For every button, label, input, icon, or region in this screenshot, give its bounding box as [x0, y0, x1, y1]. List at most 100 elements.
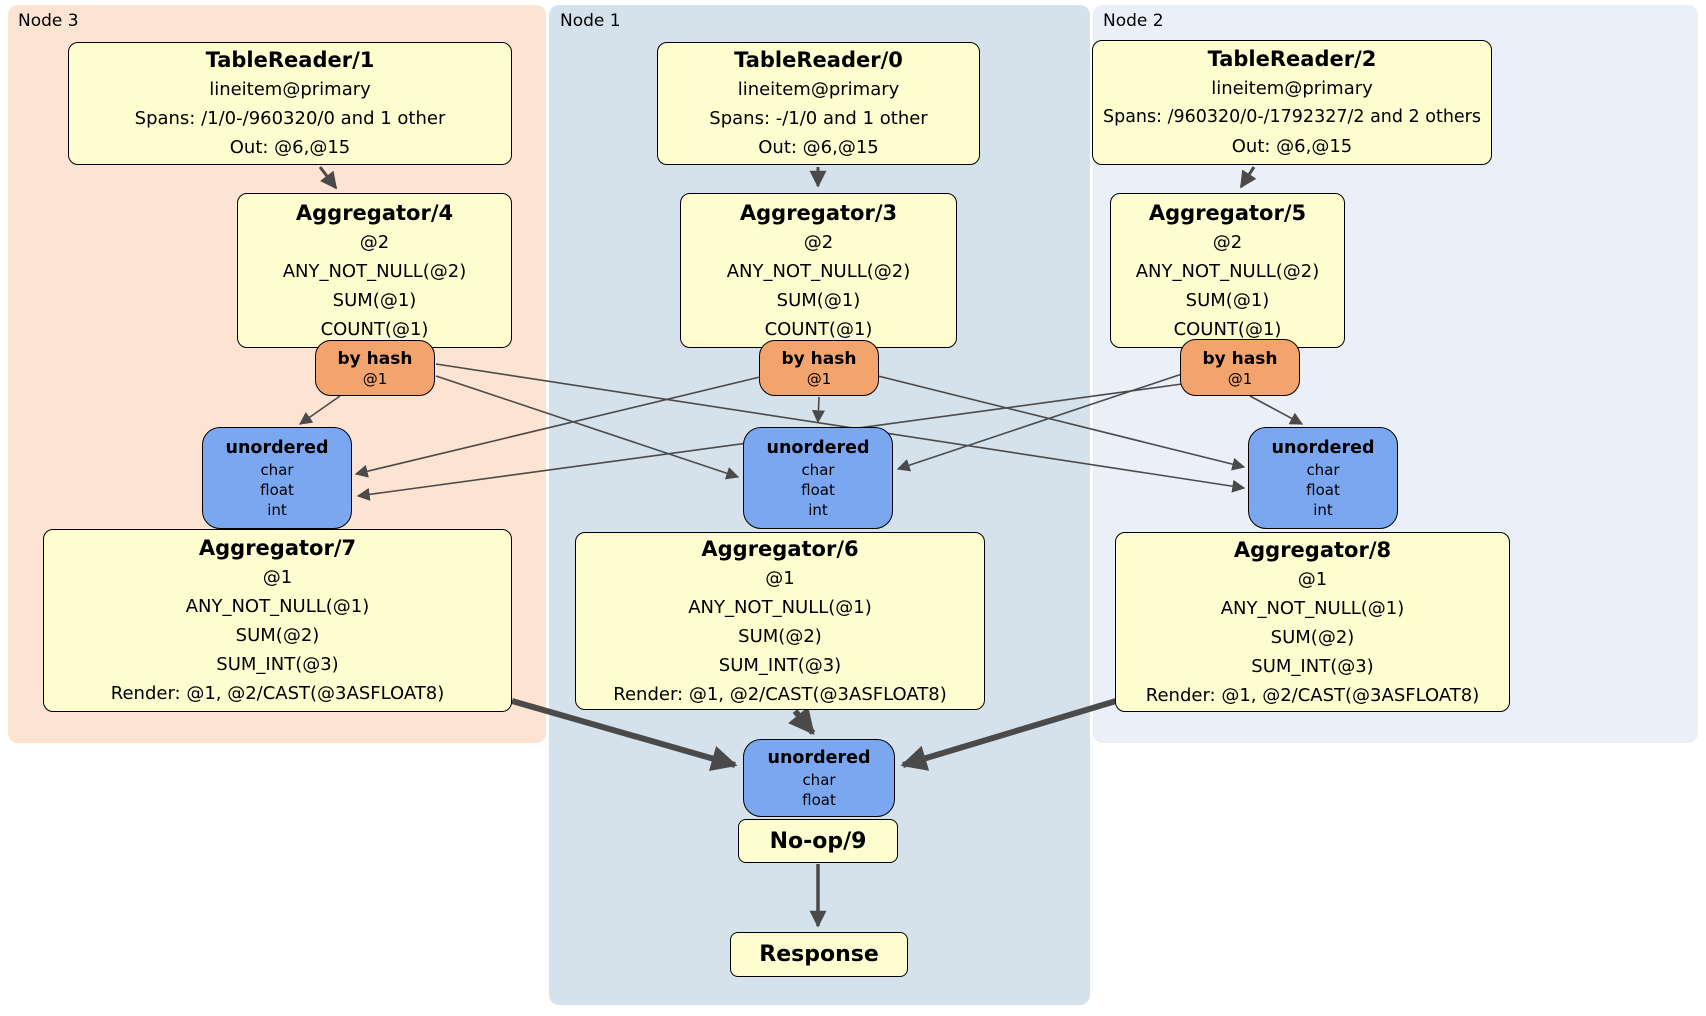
edge-hash1-un1	[811, 396, 825, 424]
edge-agg7-unf	[511, 698, 738, 772]
aggregator-6-fn3: SUM_INT(@3)	[718, 654, 842, 676]
unordered-sync-node2-col1: char	[1306, 461, 1340, 479]
tablereader-1-out: Out: @6,@15	[229, 137, 351, 158]
aggregator-5-fn1: ANY_NOT_NULL(@2)	[1135, 260, 1320, 282]
tablereader-0-box: TableReader/0 lineitem@primary Spans: -/…	[657, 42, 980, 165]
by-hash-router-node2-key: @1	[1227, 369, 1253, 388]
node1-label: Node 1	[560, 11, 621, 31]
aggregator-3-fn3: COUNT(@1)	[764, 318, 873, 340]
edge-agg6-unf	[788, 706, 816, 736]
tablereader-1-box: TableReader/1 lineitem@primary Spans: /1…	[68, 42, 512, 165]
noop-box: No-op/9	[738, 819, 898, 863]
aggregator-4-fn3: COUNT(@1)	[320, 318, 429, 340]
by-hash-router-node1-title: by hash	[781, 349, 857, 369]
aggregator-5-title: Aggregator/5	[1148, 200, 1307, 225]
tablereader-0-spans: Spans: -/1/0 and 1 other	[709, 108, 928, 129]
aggregator-4-title: Aggregator/4	[295, 200, 454, 225]
unordered-sync-final-col1: char	[802, 771, 836, 789]
unordered-sync-node3: unordered char float int	[202, 427, 352, 529]
aggregator-6-render: Render: @1, @2/CAST(@3ASFLOAT8)	[613, 683, 947, 705]
aggregator-3-box: Aggregator/3 @2 ANY_NOT_NULL(@2) SUM(@1)…	[680, 193, 957, 348]
unordered-sync-node1-title: unordered	[766, 438, 870, 458]
aggregator-6-group: @1	[765, 567, 795, 589]
aggregator-8-group: @1	[1297, 568, 1328, 590]
unordered-sync-node3-col2: float	[260, 481, 294, 499]
edge-hash3-un1	[435, 375, 740, 480]
unordered-sync-node3-col3: int	[267, 501, 287, 519]
response-box: Response	[730, 932, 908, 977]
aggregator-3-title: Aggregator/3	[739, 200, 898, 225]
aggregator-7-fn2: SUM(@2)	[235, 625, 320, 646]
tablereader-2-box: TableReader/2 lineitem@primary Spans: /9…	[1092, 40, 1492, 165]
aggregator-7-render: Render: @1, @2/CAST(@3ASFLOAT8)	[110, 683, 445, 704]
by-hash-router-node3-title: by hash	[337, 349, 413, 369]
aggregator-5-fn3: COUNT(@1)	[1173, 318, 1282, 340]
by-hash-router-node2-title: by hash	[1202, 348, 1278, 369]
unordered-sync-node1-col2: float	[801, 481, 835, 499]
unordered-sync-node3-col1: char	[260, 461, 294, 479]
edge-hash3-un2	[435, 363, 1246, 493]
aggregator-8-render: Render: @1, @2/CAST(@3ASFLOAT8)	[1145, 684, 1480, 706]
edge-hash2-un1	[896, 373, 1183, 472]
unordered-sync-node1-col1: char	[801, 461, 835, 479]
aggregator-3-group: @2	[803, 231, 834, 253]
aggregator-7-box: Aggregator/7 @1 ANY_NOT_NULL(@1) SUM(@2)…	[43, 529, 512, 712]
aggregator-7-fn1: ANY_NOT_NULL(@1)	[185, 596, 370, 617]
tablereader-1-spans: Spans: /1/0-/960320/0 and 1 other	[134, 108, 446, 129]
aggregator-8-fn2: SUM(@2)	[1270, 626, 1355, 648]
aggregator-4-fn1: ANY_NOT_NULL(@2)	[282, 260, 467, 282]
response-title: Response	[759, 942, 879, 967]
tablereader-1-index: lineitem@primary	[209, 79, 371, 100]
aggregator-7-fn3: SUM_INT(@3)	[216, 654, 339, 675]
aggregator-8-title: Aggregator/8	[1233, 537, 1392, 562]
aggregator-6-box: Aggregator/6 @1 ANY_NOT_NULL(@1) SUM(@2)…	[575, 532, 985, 710]
aggregator-8-box: Aggregator/8 @1 ANY_NOT_NULL(@1) SUM(@2)…	[1115, 532, 1510, 712]
edge-tr1-agg4	[318, 166, 338, 190]
node3-label: Node 3	[18, 11, 79, 31]
by-hash-router-node3: by hash @1	[315, 340, 435, 396]
edge-tr2-agg5	[1239, 166, 1257, 189]
aggregator-5-box: Aggregator/5 @2 ANY_NOT_NULL(@2) SUM(@1)…	[1110, 193, 1345, 348]
unordered-sync-final-title: unordered	[767, 748, 871, 768]
tablereader-1-title: TableReader/1	[205, 48, 375, 72]
aggregator-6-title: Aggregator/6	[701, 536, 859, 561]
aggregator-4-box: Aggregator/4 @2 ANY_NOT_NULL(@2) SUM(@1)…	[237, 193, 512, 348]
aggregator-4-group: @2	[359, 231, 390, 253]
aggregator-8-fn3: SUM_INT(@3)	[1251, 655, 1374, 677]
edge-hash1-un2	[877, 375, 1246, 471]
aggregator-7-title: Aggregator/7	[198, 536, 357, 560]
unordered-sync-node2: unordered char float int	[1248, 427, 1398, 529]
edge-hash1-un3	[354, 376, 761, 478]
aggregator-3-fn2: SUM(@1)	[776, 289, 861, 311]
edge-hash3-un3	[298, 395, 341, 425]
unordered-sync-final: unordered char float	[743, 739, 895, 817]
aggregator-5-fn2: SUM(@1)	[1185, 289, 1270, 311]
tablereader-0-title: TableReader/0	[734, 48, 903, 72]
unordered-sync-node3-title: unordered	[225, 438, 329, 458]
unordered-sync-node2-col3: int	[1313, 501, 1333, 519]
by-hash-router-node1: by hash @1	[759, 340, 879, 396]
tablereader-2-out: Out: @6,@15	[1231, 136, 1353, 157]
unordered-sync-node1: unordered char float int	[743, 427, 893, 529]
tablereader-0-index: lineitem@primary	[737, 79, 900, 100]
unordered-sync-node2-col2: float	[1306, 481, 1340, 499]
edge-hash2-un2	[1249, 395, 1304, 425]
tablereader-2-index: lineitem@primary	[1211, 78, 1373, 99]
noop-title: No-op/9	[769, 828, 867, 854]
aggregator-6-fn2: SUM(@2)	[738, 625, 822, 647]
aggregator-5-group: @2	[1212, 231, 1243, 253]
node2-label: Node 2	[1103, 11, 1164, 31]
aggregator-4-fn2: SUM(@1)	[332, 289, 417, 311]
tablereader-2-spans: Spans: /960320/0-/1792327/2 and 2 others	[1102, 107, 1481, 127]
unordered-sync-node1-col3: int	[808, 501, 828, 519]
aggregator-6-fn1: ANY_NOT_NULL(@1)	[688, 596, 872, 618]
unordered-sync-node2-title: unordered	[1271, 438, 1375, 458]
by-hash-router-node3-key: @1	[362, 370, 388, 388]
edge-agg8-unf	[900, 698, 1117, 771]
unordered-sync-final-col2: float	[802, 791, 836, 809]
aggregator-3-fn1: ANY_NOT_NULL(@2)	[726, 260, 911, 282]
tablereader-0-out: Out: @6,@15	[758, 137, 879, 158]
aggregator-7-group: @1	[262, 567, 293, 588]
by-hash-router-node2: by hash @1	[1180, 339, 1300, 396]
by-hash-router-node1-key: @1	[806, 370, 832, 388]
